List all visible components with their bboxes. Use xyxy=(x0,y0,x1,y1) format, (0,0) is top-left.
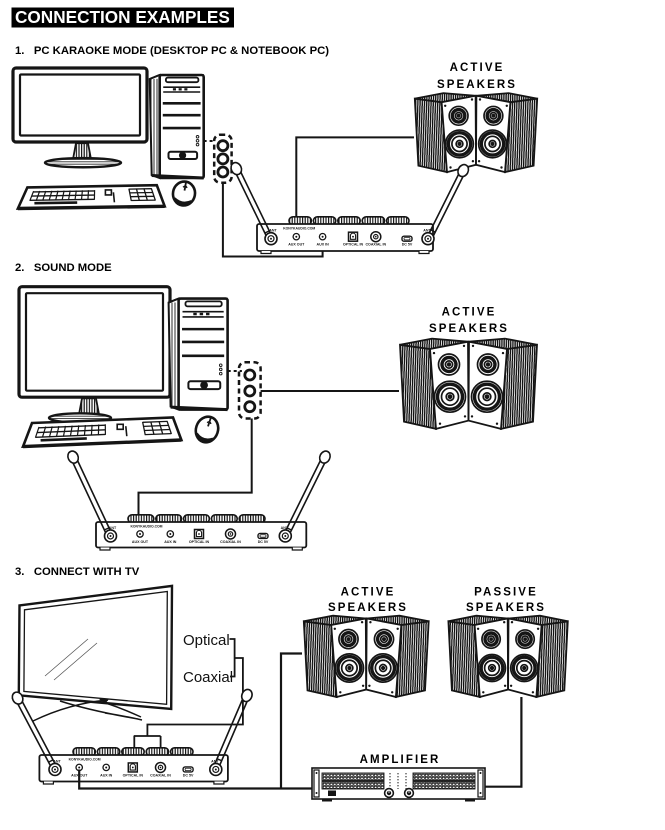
svg-text:PASSIVE: PASSIVE xyxy=(474,587,538,599)
svg-text:2. SOUND MODE: 2. SOUND MODE xyxy=(15,262,112,274)
svg-text:ANT: ANT xyxy=(53,759,61,763)
svg-text:SPEAKERS: SPEAKERS xyxy=(328,602,408,614)
svg-text:ACTIVE: ACTIVE xyxy=(341,587,396,599)
svg-text:COAXIAL IN: COAXIAL IN xyxy=(365,243,386,247)
svg-text:3. CONNECT WITH TV: 3. CONNECT WITH TV xyxy=(15,566,140,578)
svg-text:COAXIAL IN: COAXIAL IN xyxy=(150,773,171,777)
svg-text:CONNECTION EXAMPLES: CONNECTION EXAMPLES xyxy=(15,7,230,27)
svg-text:Optical: Optical xyxy=(183,632,230,649)
svg-text:COAXIAL IN: COAXIAL IN xyxy=(220,540,241,544)
svg-text:AUX OUT: AUX OUT xyxy=(132,540,149,544)
svg-text:ANT: ANT xyxy=(423,229,431,233)
svg-text:DC 5V: DC 5V xyxy=(402,243,413,247)
svg-text:1. PC KARAOKE MODE (DESKTOP: 1. PC KARAOKE MODE (DESKTOP PC & NOTEBOO… xyxy=(15,45,329,57)
svg-text:ACTIVE: ACTIVE xyxy=(450,62,505,74)
svg-text:DC 5V: DC 5V xyxy=(183,773,194,777)
svg-text:ANT: ANT xyxy=(211,759,219,763)
svg-text:OPTICAL IN: OPTICAL IN xyxy=(343,243,364,247)
svg-text:AUX IN: AUX IN xyxy=(100,773,113,777)
svg-text:OPTICAL IN: OPTICAL IN xyxy=(189,540,210,544)
svg-text:ANT: ANT xyxy=(281,526,289,530)
svg-text:ANT: ANT xyxy=(109,526,117,530)
svg-text:DC 5V: DC 5V xyxy=(258,540,269,544)
svg-text:Coaxial: Coaxial xyxy=(183,669,233,686)
svg-text:SPEAKERS: SPEAKERS xyxy=(437,79,517,91)
svg-text:AUX OUT: AUX OUT xyxy=(288,243,305,247)
svg-text:AMPLIFIER: AMPLIFIER xyxy=(360,754,441,766)
svg-text:KONYKAUDIO.COM: KONYKAUDIO.COM xyxy=(130,524,162,528)
svg-text:ANT: ANT xyxy=(269,229,277,233)
svg-text:SPEAKERS: SPEAKERS xyxy=(429,323,509,335)
svg-text:KONYKAUDIO.COM: KONYKAUDIO.COM xyxy=(69,757,101,761)
svg-text:SPEAKERS: SPEAKERS xyxy=(466,602,546,614)
svg-text:AUX IN: AUX IN xyxy=(164,540,177,544)
svg-text:ACTIVE: ACTIVE xyxy=(442,306,497,318)
svg-text:AUX IN: AUX IN xyxy=(317,243,330,247)
svg-text:OPTICAL IN: OPTICAL IN xyxy=(123,773,144,777)
svg-text:KONYKAUDIO.COM: KONYKAUDIO.COM xyxy=(283,226,315,230)
